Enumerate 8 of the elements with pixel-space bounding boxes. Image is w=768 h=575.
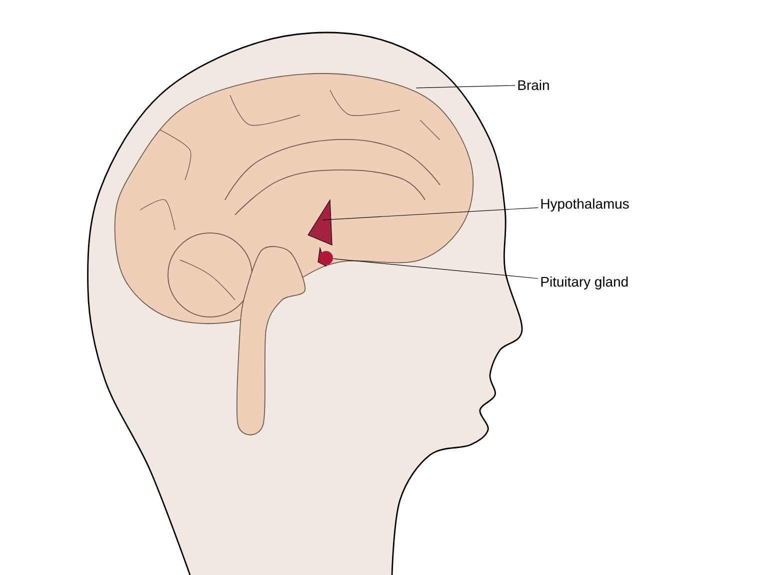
label-text: Pituitary gland — [541, 276, 628, 290]
brain-drawing — [114, 73, 474, 436]
leader-line — [322, 207, 538, 220]
label-text: Brain — [518, 80, 549, 90]
leader-line — [416, 85, 516, 88]
leader-line — [332, 258, 538, 279]
hypothalamus-drawing — [308, 199, 332, 246]
label-text: Hypothalamus — [541, 198, 629, 212]
